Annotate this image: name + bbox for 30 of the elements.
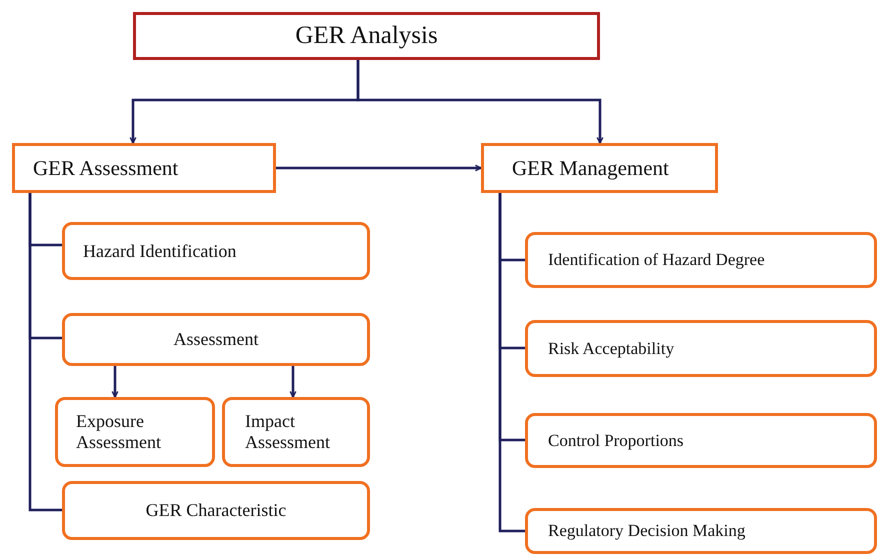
box-label: GER Management <box>512 156 669 180</box>
box-label: GER Assessment <box>33 156 178 180</box>
rounded-box <box>525 232 877 288</box>
arrow <box>290 366 296 398</box>
box-label: Identification of Hazard Degree <box>548 250 765 270</box>
box-label: Risk Acceptability <box>548 338 674 358</box>
title-box <box>133 12 600 60</box>
rounded-box <box>525 413 877 468</box>
box-label: Hazard Identification <box>83 240 236 262</box>
box-label: GER Analysis <box>295 22 438 50</box>
rounded-box <box>222 397 370 467</box>
process-box <box>12 143 276 193</box>
arrow <box>356 60 604 144</box>
box-label: Assessment <box>174 329 258 350</box>
arrow <box>276 164 482 172</box>
rounded-box <box>525 320 877 377</box>
connector-line <box>498 193 525 532</box>
arrow <box>112 366 118 398</box>
rounded-box <box>62 222 370 280</box>
rounded-box <box>55 397 215 467</box>
box-label: Regulatory Decision Making <box>548 521 746 541</box>
connector-line <box>28 193 62 512</box>
box-label: Control Proportions <box>548 430 684 450</box>
box-label: Impact Assessment <box>245 411 331 453</box>
process-box <box>481 143 718 193</box>
rounded-box <box>62 313 370 366</box>
rounded-box <box>525 508 877 554</box>
box-label: Exposure Assessment <box>76 411 162 453</box>
rounded-box <box>62 481 370 540</box>
box-label: GER Characteristic <box>146 500 286 521</box>
